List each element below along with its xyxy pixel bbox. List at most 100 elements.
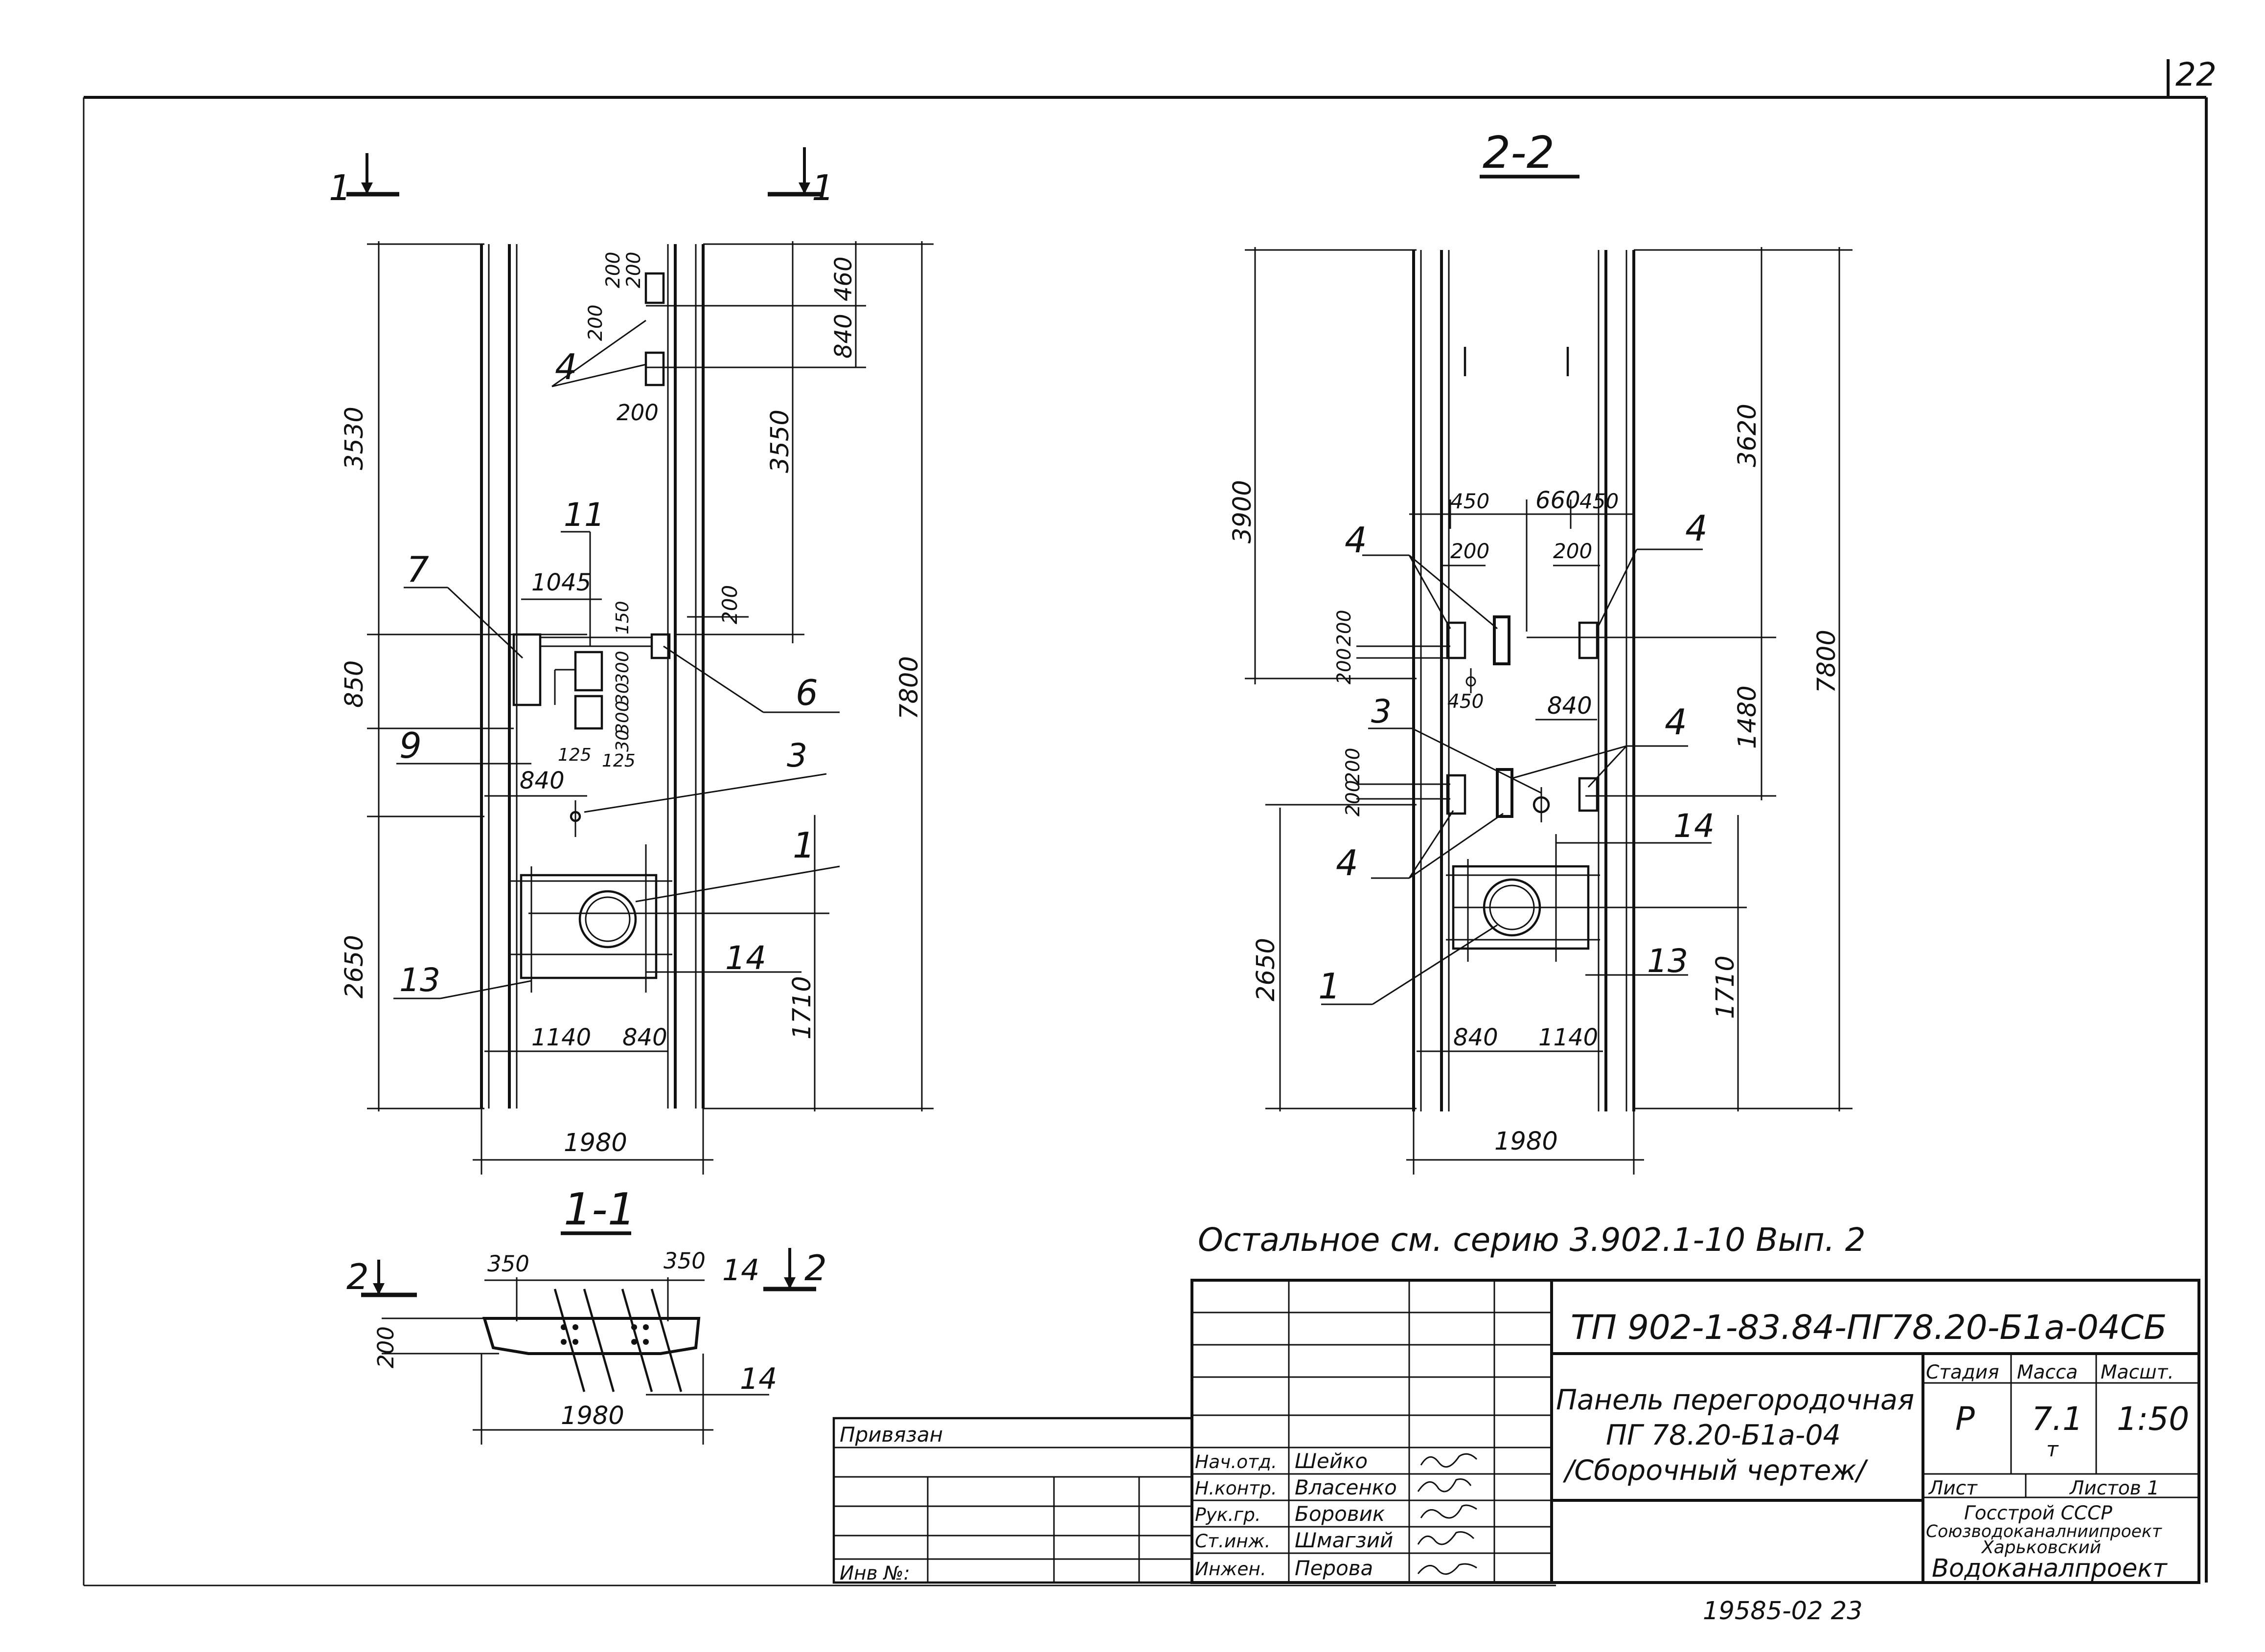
dim-2650: 2650 bbox=[340, 935, 369, 998]
dim-200-c: 200 bbox=[623, 252, 645, 288]
sheet-header: Лист bbox=[1928, 1477, 1978, 1499]
name-3: Боровик bbox=[1295, 1502, 1385, 1526]
dim-850: 850 bbox=[340, 660, 369, 708]
role-4: Ст.инж. bbox=[1195, 1530, 1271, 1552]
dim-3530: 3530 bbox=[340, 407, 369, 470]
cut-marker-2-right: 2 bbox=[804, 1247, 827, 1289]
dim-200: 200 bbox=[373, 1326, 399, 1368]
dim-300-a: 300 bbox=[613, 651, 633, 684]
org-line-3: Харьковский bbox=[1981, 1538, 2101, 1558]
stage-header: Стадия bbox=[1926, 1361, 1999, 1383]
dim-7800: 7800 bbox=[1812, 630, 1841, 693]
dim-450-c: 450 bbox=[1447, 691, 1484, 713]
org-line-2: Союзводоканалниипроект bbox=[1926, 1522, 2162, 1541]
dim-300-b: 300 bbox=[613, 701, 633, 734]
item-14-b: 14 bbox=[740, 1362, 777, 1396]
dim-840-b: 840 bbox=[1453, 1024, 1498, 1051]
mass-value: 7.1 bbox=[2032, 1400, 2083, 1438]
privyazan-label: Привязан bbox=[840, 1423, 943, 1447]
document-code: ТП 902-1-83.84-ПГ78.20-Б1а-04СБ bbox=[1571, 1308, 2167, 1347]
dim-1480: 1480 bbox=[1733, 685, 1762, 749]
signatures bbox=[1417, 1453, 1478, 1575]
dim-150: 150 bbox=[613, 601, 633, 634]
dim-840-b: 840 bbox=[622, 1024, 667, 1051]
mass-unit: т bbox=[2046, 1437, 2059, 1461]
dim-2650: 2650 bbox=[1252, 938, 1281, 1001]
title-line-3: /Сборочный чертеж/ bbox=[1562, 1454, 1869, 1487]
item-3: 3 bbox=[787, 737, 807, 774]
dim-1710: 1710 bbox=[788, 976, 817, 1040]
dim-1140: 1140 bbox=[1538, 1024, 1598, 1051]
org-line-4: Водоканалпроект bbox=[1932, 1554, 2168, 1583]
item-13: 13 bbox=[399, 961, 440, 999]
dim-1710: 1710 bbox=[1711, 955, 1740, 1019]
elevation-1: 1 1 3530 850 2650 bbox=[329, 147, 934, 1175]
dim-200-d: 200 bbox=[617, 400, 659, 426]
item-7: 7 bbox=[407, 549, 429, 590]
title-line-1: Панель перегородочная bbox=[1556, 1384, 1914, 1416]
dim-200-b: 200 bbox=[1553, 539, 1592, 563]
item-4: 4 bbox=[555, 346, 577, 387]
item-13: 13 bbox=[1647, 942, 1688, 980]
cut-marker-2-left: 2 bbox=[346, 1256, 369, 1297]
dim-30-b: 30 bbox=[613, 729, 633, 752]
item-11: 11 bbox=[564, 496, 605, 534]
mass-header: Масса bbox=[2017, 1361, 2078, 1383]
org-line-1: Госстрой СССР bbox=[1964, 1502, 2112, 1524]
title-line-2: ПГ 78.20-Б1а-04 bbox=[1606, 1419, 1841, 1451]
dim-3900: 3900 bbox=[1228, 480, 1257, 543]
dim-350-b: 350 bbox=[663, 1248, 706, 1274]
dim-200-e: 200 bbox=[1342, 748, 1364, 784]
dim-1980: 1980 bbox=[561, 1402, 624, 1430]
role-1: Нач.отд. bbox=[1195, 1451, 1277, 1472]
item-14: 14 bbox=[1673, 807, 1715, 845]
sheets-header: Листов 1 bbox=[2069, 1477, 2159, 1499]
dim-200-f: 200 bbox=[1342, 780, 1364, 816]
dim-350-a: 350 bbox=[487, 1251, 529, 1277]
dim-200-a: 200 bbox=[585, 305, 607, 341]
dim-125-b: 125 bbox=[602, 751, 636, 771]
dim-200-c: 200 bbox=[1333, 610, 1355, 646]
dim-125-a: 125 bbox=[558, 745, 592, 765]
dim-1140: 1140 bbox=[531, 1024, 591, 1051]
item-4-c: 4 bbox=[1665, 702, 1687, 743]
dim-1980: 1980 bbox=[1494, 1127, 1558, 1156]
item-1: 1 bbox=[1318, 966, 1341, 1007]
item-9: 9 bbox=[399, 725, 422, 766]
name-5: Перова bbox=[1295, 1556, 1373, 1580]
scale-header: Масшт. bbox=[2101, 1361, 2174, 1383]
role-5: Инжен. bbox=[1195, 1558, 1266, 1580]
dim-200-e: 200 bbox=[718, 585, 742, 624]
dim-3550: 3550 bbox=[766, 409, 795, 473]
dim-460: 460 bbox=[830, 256, 857, 301]
item-14: 14 bbox=[725, 939, 766, 977]
dim-200-d: 200 bbox=[1333, 648, 1355, 684]
dim-450-b: 450 bbox=[1579, 489, 1619, 513]
dim-200-b: 200 bbox=[602, 252, 624, 288]
inventory-label: Инв №: bbox=[840, 1562, 910, 1584]
dim-450-a: 450 bbox=[1450, 489, 1489, 513]
dim-3620: 3620 bbox=[1733, 404, 1762, 467]
section-1-1: 1-1 2 2 350 350 14 200 14 1980 bbox=[346, 1184, 827, 1445]
dim-840: 840 bbox=[520, 767, 565, 794]
name-4: Шмагзий bbox=[1295, 1528, 1393, 1552]
view-title-2-2: 2-2 bbox=[1483, 127, 1555, 179]
role-3: Рук.гр. bbox=[1195, 1504, 1261, 1525]
general-note: Остальное см. серию 3.902.1-10 Вып. 2 bbox=[1198, 1221, 1866, 1259]
dim-1980: 1980 bbox=[564, 1129, 627, 1157]
item-3: 3 bbox=[1371, 693, 1392, 730]
item-6: 6 bbox=[796, 672, 818, 713]
dim-200-a: 200 bbox=[1450, 539, 1489, 563]
name-2: Власенко bbox=[1295, 1475, 1397, 1499]
dim-840: 840 bbox=[1547, 692, 1592, 720]
footer-code: 19585-02 23 bbox=[1703, 1597, 1863, 1626]
dim-1045: 1045 bbox=[531, 569, 591, 596]
dim-660: 660 bbox=[1535, 487, 1580, 514]
item-4-d: 4 bbox=[1336, 842, 1358, 883]
elevation-2: 2-2 3900 2650 3620 1480 7800 bbox=[1228, 127, 1853, 1175]
cut-marker-1-left: 1 bbox=[329, 167, 351, 208]
item-1: 1 bbox=[793, 825, 815, 866]
cut-marker-1-right: 1 bbox=[812, 167, 834, 208]
role-2: Н.контр. bbox=[1195, 1477, 1277, 1499]
